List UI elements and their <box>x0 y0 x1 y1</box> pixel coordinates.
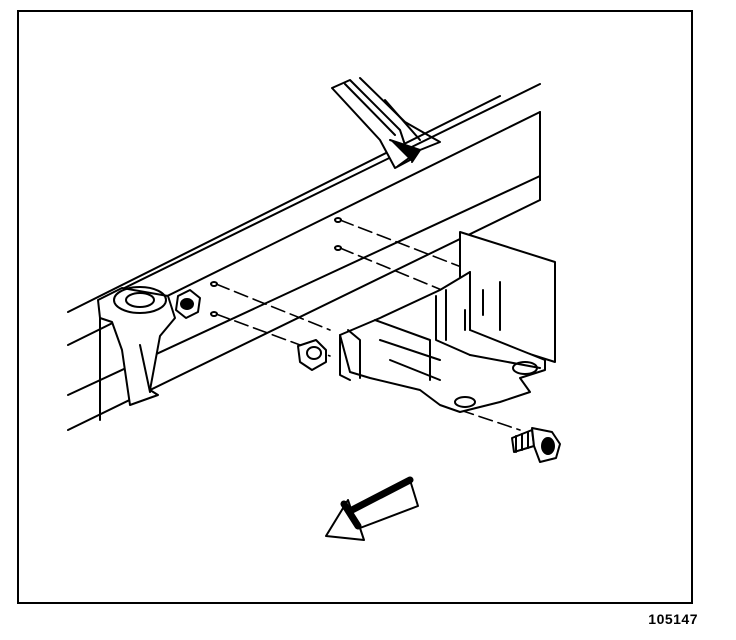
bolt <box>511 427 561 463</box>
spring-hanger <box>97 286 176 421</box>
spacer-bushing <box>297 339 327 371</box>
figure-id-label: 105147 <box>648 611 698 627</box>
illustration-frame <box>17 10 693 604</box>
front-arrow <box>325 476 419 541</box>
nut <box>175 289 201 319</box>
bracket <box>339 231 556 413</box>
holes <box>210 217 342 317</box>
crossmember <box>331 77 441 169</box>
